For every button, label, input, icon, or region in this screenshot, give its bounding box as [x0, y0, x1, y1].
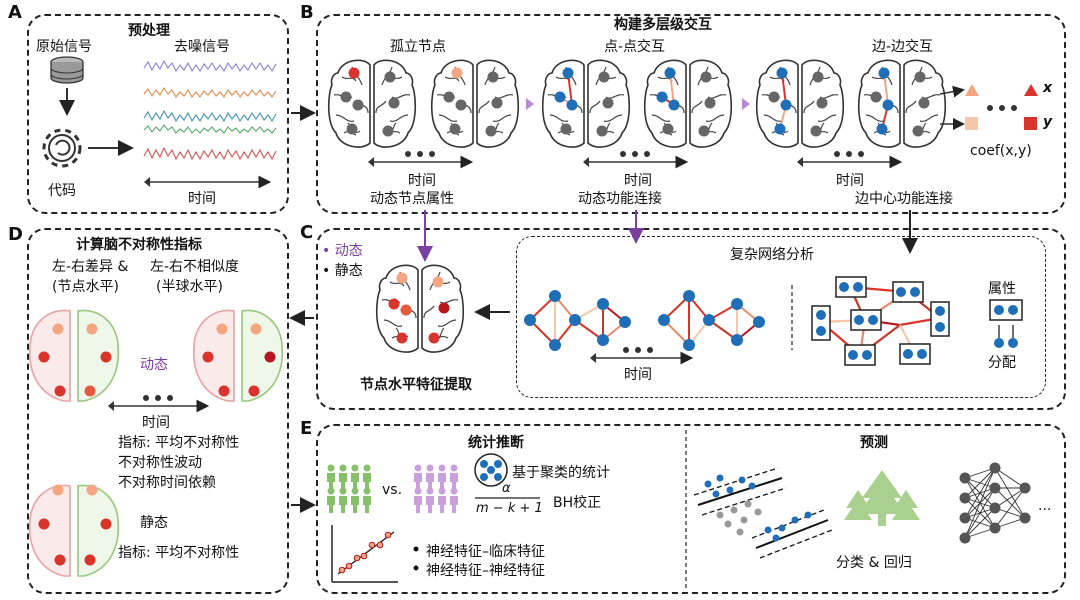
- brain-isolated-1: [327, 59, 417, 148]
- metric-dynamic-1: 指标: 平均不对称性: [118, 435, 240, 451]
- database-icon: [50, 56, 84, 84]
- brain-node-feature: [375, 264, 465, 353]
- static-label-d: 静态: [140, 515, 168, 531]
- time-arrows-b: [368, 151, 903, 169]
- brain-asym-static: [28, 484, 120, 577]
- attribute-legend: [989, 299, 1023, 348]
- group-purple-people: [414, 464, 458, 513]
- metric-dynamic-2: 不对称性波动: [118, 455, 202, 471]
- time-label-a: 时间: [188, 191, 216, 207]
- legend-dynamic-text: 动态: [334, 243, 363, 259]
- x-label: x: [1043, 80, 1053, 96]
- complex-network-label: 复杂网络分析: [730, 247, 814, 263]
- panel-b-letter: B: [300, 2, 314, 23]
- hemi-level-label: (半球水平): [156, 279, 223, 295]
- panel-d-title: 计算脑不对称性指标: [76, 237, 202, 253]
- stat-inference-title: 统计推断: [468, 435, 524, 451]
- vs-label: vs.: [382, 482, 403, 498]
- legend-static-text: 静态: [334, 263, 363, 279]
- nn-ellipsis: ...: [1038, 498, 1052, 514]
- cluster-stat-label: 基于聚类的统计: [512, 465, 610, 481]
- class-reg-label: 分类 & 回归: [836, 555, 912, 571]
- node-level-label: (节点水平): [52, 279, 119, 295]
- brain-edge-edge-2: [857, 59, 947, 148]
- edge-edge-label: 边-边交互: [872, 39, 934, 55]
- correlation-plot: [331, 525, 398, 583]
- edge-centric-conn-label: 边中心功能连接: [855, 191, 953, 207]
- legend-dynamic: • 动态: [322, 243, 363, 259]
- edge-cluster-network: [811, 276, 950, 366]
- svm-scatter: [693, 467, 833, 559]
- brain-asym-dyn-2: [192, 309, 284, 402]
- panel-a-letter: A: [8, 2, 22, 23]
- brain-node-node-2: [643, 59, 733, 148]
- formula-numerator: α: [502, 481, 511, 496]
- legend-static: • 静态: [322, 263, 363, 279]
- panel-e-letter: E: [300, 418, 313, 439]
- dyn-node-attr-label: 动态节点属性: [370, 191, 454, 207]
- node-node-label: 点-点交互: [604, 39, 666, 55]
- isolated-nodes-label: 孤立节点: [390, 39, 446, 55]
- network-graphs: [524, 290, 765, 365]
- lr-diff-label: 左-右差异 &: [52, 259, 129, 275]
- code-label: 代码: [48, 183, 76, 199]
- time-label-b2: 时间: [624, 173, 652, 189]
- y-label: y: [1043, 114, 1053, 130]
- tree-icon: [844, 470, 920, 526]
- complex-network-box: [516, 236, 1046, 398]
- coef-label: coef(x,y): [970, 143, 1032, 159]
- assignment-label: 分配: [988, 355, 1016, 371]
- time-label-d: 时间: [142, 415, 170, 431]
- panel-e: [316, 424, 1066, 594]
- panel-d-letter: D: [8, 224, 23, 245]
- panel-a-title: 预处理: [128, 23, 170, 39]
- node-feature-extraction-label: 节点水平特征提取: [360, 377, 472, 393]
- brain-isolated-2: [430, 59, 520, 148]
- panel-a: [27, 14, 289, 214]
- bullet-neuro-clinical: 神经特征–临床特征: [426, 544, 545, 560]
- neural-network-icon: [959, 462, 1031, 544]
- gear-icon: [42, 128, 82, 168]
- formula-denominator: m − k + 1: [476, 501, 543, 516]
- panel-b: [316, 14, 1066, 214]
- time-label-b3: 时间: [836, 173, 864, 189]
- time-label-b1: 时间: [408, 173, 436, 189]
- brain-edge-edge-1: [755, 59, 845, 148]
- time-label-c: 时间: [624, 367, 652, 383]
- denoised-signal-waves: [143, 59, 277, 161]
- brain-node-node-1: [541, 59, 631, 148]
- metric-dynamic-3: 不对称时间依赖: [118, 475, 216, 491]
- metric-static: 指标: 平均不对称性: [118, 545, 240, 561]
- brain-asym-dyn-1: [28, 309, 120, 402]
- bh-correction-label: BH校正: [553, 495, 602, 511]
- prediction-title: 预测: [860, 435, 888, 451]
- raw-signal-label: 原始信号: [36, 39, 92, 55]
- panel-b-title: 构建多层级交互: [614, 17, 712, 33]
- dynamic-label-d: 动态: [140, 357, 168, 373]
- denoised-signal-label: 去噪信号: [174, 39, 230, 55]
- dyn-func-conn-label: 动态功能连接: [578, 191, 662, 207]
- bullet-neuro-neuro: 神经特征–神经特征: [426, 563, 545, 579]
- lr-dissim-label: 左-右不相似度: [150, 259, 240, 275]
- panel-c: [316, 228, 1066, 410]
- panel-c-letter: C: [300, 222, 314, 243]
- cluster-icon: [474, 453, 508, 487]
- panel-d: [27, 228, 289, 594]
- attribute-label: 属性: [988, 281, 1016, 297]
- group-green-people: [327, 464, 371, 513]
